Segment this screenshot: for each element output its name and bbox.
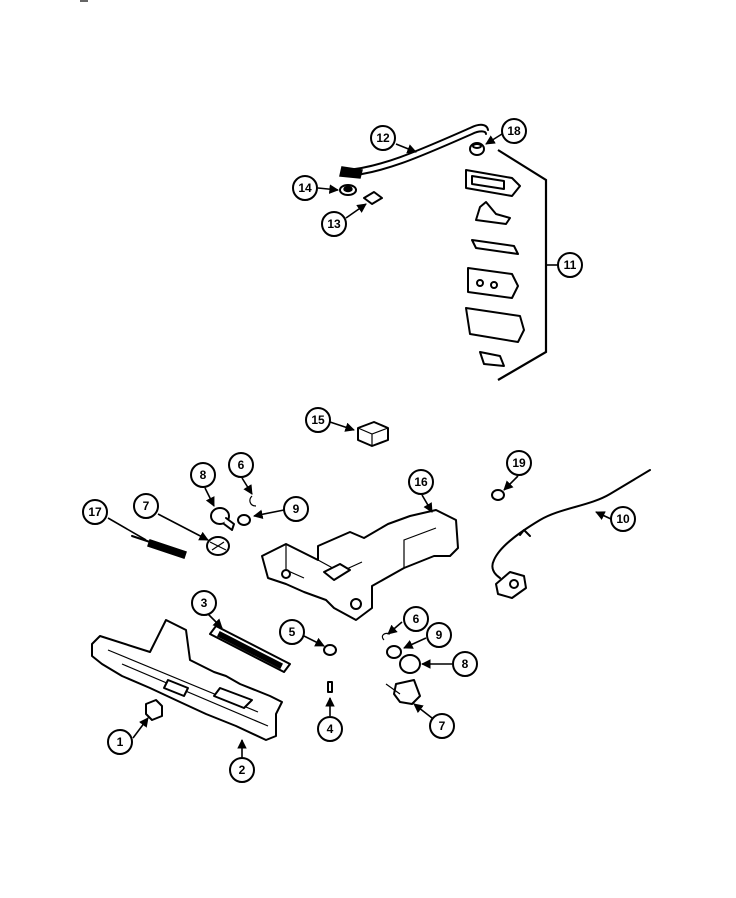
callout-10: 10: [610, 506, 636, 532]
callout-19: 19: [506, 450, 532, 476]
svg-text:2: 2: [239, 763, 246, 777]
callout-12: 12: [370, 125, 396, 151]
svg-text:19: 19: [512, 456, 526, 470]
callout-7b: 7: [429, 713, 455, 739]
svg-text:6: 6: [238, 458, 245, 472]
svg-text:4: 4: [327, 722, 334, 736]
svg-text:12: 12: [376, 131, 390, 145]
callout-8a: 8: [190, 462, 216, 488]
part-2-base-plate: [91, 619, 283, 741]
part-14-nut: [339, 184, 357, 196]
part-8-bulb-lower: [399, 654, 421, 674]
callout-18: 18: [501, 118, 527, 144]
callout-7a: 7: [133, 493, 159, 519]
svg-text:3: 3: [201, 596, 208, 610]
callout-14: 14: [292, 175, 318, 201]
callout-9a: 9: [283, 496, 309, 522]
svg-text:7: 7: [439, 719, 446, 733]
part-6-clip-lower: [381, 632, 391, 641]
part-11-dispenser-assembly: [465, 149, 548, 381]
part-8-bulb-upper: [210, 507, 235, 531]
part-1-grommet: [145, 699, 163, 721]
svg-text:11: 11: [564, 258, 577, 272]
svg-text:14: 14: [298, 181, 312, 195]
svg-text:8: 8: [200, 468, 207, 482]
part-9-nut-lower: [386, 645, 402, 659]
callout-3: 3: [191, 590, 217, 616]
part-13-clip: [363, 191, 383, 205]
part-6-clip-upper: [249, 495, 257, 507]
callout-4: 4: [317, 716, 343, 742]
svg-text:1: 1: [117, 735, 124, 749]
callout-11: 11: [557, 252, 583, 278]
part-5-cap: [323, 644, 337, 656]
svg-text:8: 8: [462, 657, 469, 671]
part-9-nut-upper: [237, 514, 251, 526]
part-15-switch: [357, 421, 389, 447]
svg-text:16: 16: [414, 475, 428, 489]
svg-text:6: 6: [413, 612, 420, 626]
part-19-grommet: [491, 489, 505, 501]
svg-text:5: 5: [289, 625, 296, 639]
svg-text:10: 10: [616, 512, 630, 526]
svg-text:7: 7: [143, 499, 150, 513]
leader-lines: [107, 133, 612, 758]
svg-text:13: 13: [327, 217, 341, 231]
part-10-wire-harness: [491, 469, 651, 599]
svg-text:9: 9: [293, 502, 300, 516]
part-3-rack: [209, 625, 291, 673]
svg-text:9: 9: [436, 628, 443, 642]
part-4-screw: [327, 681, 333, 693]
part-12-tube: [339, 123, 489, 179]
svg-text:15: 15: [311, 413, 325, 427]
part-18-grommet: [469, 142, 485, 156]
callout-13: 13: [321, 211, 347, 237]
svg-text:18: 18: [507, 124, 521, 138]
callout-17: 17: [82, 499, 108, 525]
callout-16: 16: [408, 469, 434, 495]
callout-8b: 8: [452, 651, 478, 677]
part-16-housing: [261, 509, 459, 621]
svg-text:17: 17: [88, 505, 102, 519]
callout-6a: 6: [228, 452, 254, 478]
callout-9b: 9: [426, 622, 452, 648]
part-17-pin: [131, 535, 187, 559]
callout-6b: 6: [403, 606, 429, 632]
callout-1: 1: [107, 729, 133, 755]
callout-5: 5: [279, 619, 305, 645]
part-7-socket-upper: [206, 536, 230, 556]
callout-2: 2: [229, 757, 255, 783]
part-7-socket-lower: [385, 679, 421, 705]
callout-15: 15: [305, 407, 331, 433]
